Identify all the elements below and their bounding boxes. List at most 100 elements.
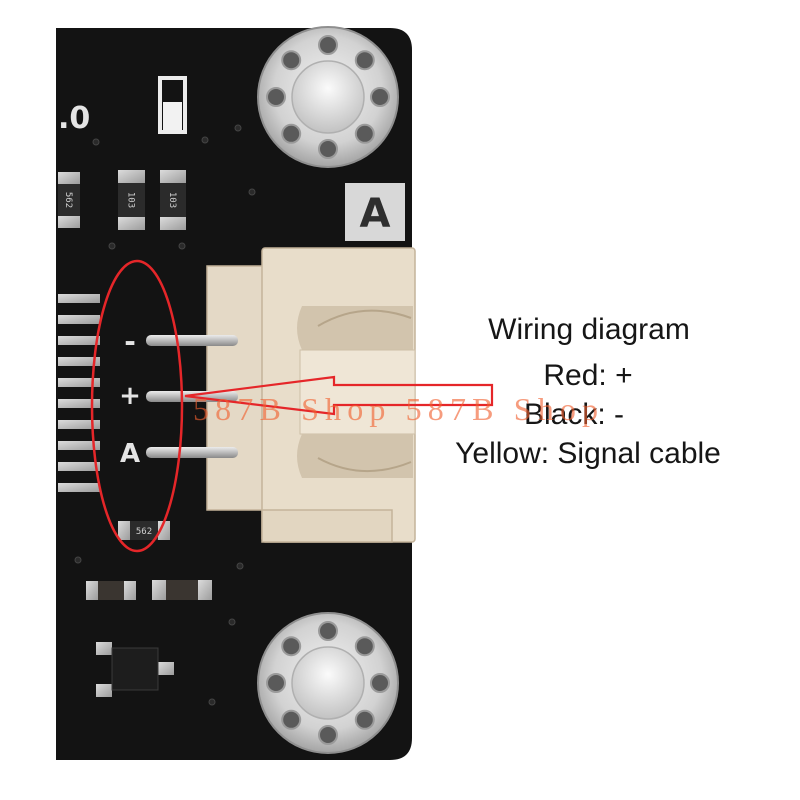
connector-lower-arc bbox=[317, 457, 412, 472]
resistor-r1: 103 bbox=[118, 170, 145, 230]
via bbox=[201, 136, 209, 144]
resistor-pad bbox=[160, 170, 186, 183]
ring-via bbox=[370, 673, 390, 693]
ring-vias bbox=[266, 621, 390, 745]
capacitor-c2 bbox=[152, 580, 212, 600]
resistor-pad bbox=[118, 170, 145, 183]
ring-via bbox=[354, 636, 375, 657]
resistor-body bbox=[118, 183, 145, 217]
transistor-body bbox=[111, 647, 159, 691]
ic-pin-pad bbox=[58, 378, 100, 387]
ic-pin-pad bbox=[58, 336, 100, 345]
resistor-code: 103 bbox=[167, 192, 177, 208]
mounting-hole-center bbox=[291, 60, 365, 134]
ring-via bbox=[281, 709, 302, 730]
ring-via bbox=[354, 709, 375, 730]
connector-frame bbox=[206, 265, 268, 511]
component-pad bbox=[152, 580, 166, 600]
connector-pin-signal bbox=[146, 447, 238, 458]
resistor-code: 103 bbox=[126, 192, 136, 208]
ring-via bbox=[354, 123, 375, 144]
capacitor-c1 bbox=[86, 581, 136, 600]
ring-via bbox=[281, 50, 302, 71]
ic-pin-pad bbox=[58, 294, 100, 303]
ic-pin-pad bbox=[58, 357, 100, 366]
highlight-ellipse bbox=[90, 259, 184, 553]
pointer-arrow bbox=[184, 375, 494, 416]
transistor-pad bbox=[158, 662, 174, 675]
ic-pin-pad bbox=[58, 483, 100, 492]
via bbox=[248, 188, 256, 196]
connector-bottom-lip bbox=[261, 509, 393, 543]
ring-vias bbox=[266, 35, 390, 159]
ring-via bbox=[281, 123, 302, 144]
connector-pin-minus bbox=[146, 335, 238, 346]
mounting-hole-bottom bbox=[257, 612, 399, 754]
via bbox=[74, 556, 82, 564]
component-body bbox=[98, 581, 124, 600]
resistor-r0: 562 bbox=[58, 172, 80, 228]
pin-signal-label: A bbox=[120, 439, 140, 469]
ring-via bbox=[318, 35, 338, 55]
pin-plus-label: + bbox=[119, 381, 141, 411]
resistor-code: 562 bbox=[63, 192, 73, 208]
board-version-text: .0 bbox=[58, 101, 90, 136]
resistor-r2: 103 bbox=[160, 170, 186, 230]
component-body bbox=[166, 580, 198, 600]
wiring-yellow-line: Yellow: Signal cable bbox=[455, 437, 721, 470]
connector-lower-opening bbox=[297, 434, 413, 478]
wiring-diagram-title: Wiring diagram bbox=[488, 313, 690, 346]
component-pad bbox=[86, 581, 98, 600]
via bbox=[92, 138, 100, 146]
transistor-pad bbox=[96, 642, 112, 655]
mounting-hole-center bbox=[291, 646, 365, 720]
marker-fill bbox=[163, 102, 182, 130]
ic-pin-pad bbox=[58, 420, 100, 429]
ring-via bbox=[266, 87, 286, 107]
board-label-letter: A bbox=[360, 191, 391, 237]
resistor-body bbox=[58, 184, 80, 216]
marker-outline bbox=[158, 76, 187, 134]
via bbox=[228, 618, 236, 626]
resistor-code: 562 bbox=[136, 527, 152, 537]
resistor-pad bbox=[158, 521, 170, 540]
pin-minus-label: - bbox=[124, 325, 136, 358]
resistor-body bbox=[160, 183, 186, 217]
board-label bbox=[345, 183, 405, 241]
connector-middle-block bbox=[299, 349, 416, 435]
ic-pin-pad bbox=[58, 399, 100, 408]
ring-via bbox=[354, 50, 375, 71]
ic-pin-pad bbox=[58, 441, 100, 450]
via bbox=[234, 124, 242, 132]
ring-via bbox=[281, 636, 302, 657]
silkscreen-marker bbox=[158, 76, 187, 134]
component-pad bbox=[198, 580, 212, 600]
via bbox=[236, 562, 244, 570]
wiring-black-line: Black: - bbox=[524, 398, 624, 431]
mounting-hole-top bbox=[257, 26, 399, 168]
resistor-pad bbox=[118, 521, 130, 540]
ring-via bbox=[318, 139, 338, 159]
ring-via bbox=[318, 725, 338, 745]
shop-watermark: 587B Shop 587B Shop bbox=[193, 391, 598, 427]
resistor-r3: 562 bbox=[118, 521, 170, 540]
resistor-pad bbox=[58, 216, 80, 228]
via-group bbox=[74, 124, 256, 706]
transistor-pad bbox=[96, 684, 112, 697]
ic-pin-pad bbox=[58, 462, 100, 471]
connector-upper-opening bbox=[297, 306, 413, 350]
resistor-pad bbox=[58, 172, 80, 184]
ring-via bbox=[318, 621, 338, 641]
via bbox=[208, 698, 216, 706]
ring-via bbox=[370, 87, 390, 107]
ic-pin-pads bbox=[58, 294, 100, 492]
ic-pin-pad bbox=[58, 315, 100, 324]
via bbox=[108, 242, 116, 250]
connector-upper-arc bbox=[317, 309, 412, 327]
resistor-body bbox=[130, 521, 158, 540]
resistor-pad bbox=[160, 217, 186, 230]
component-pad bbox=[124, 581, 136, 600]
jst-connector bbox=[206, 247, 416, 543]
sot23-transistor bbox=[96, 642, 174, 697]
